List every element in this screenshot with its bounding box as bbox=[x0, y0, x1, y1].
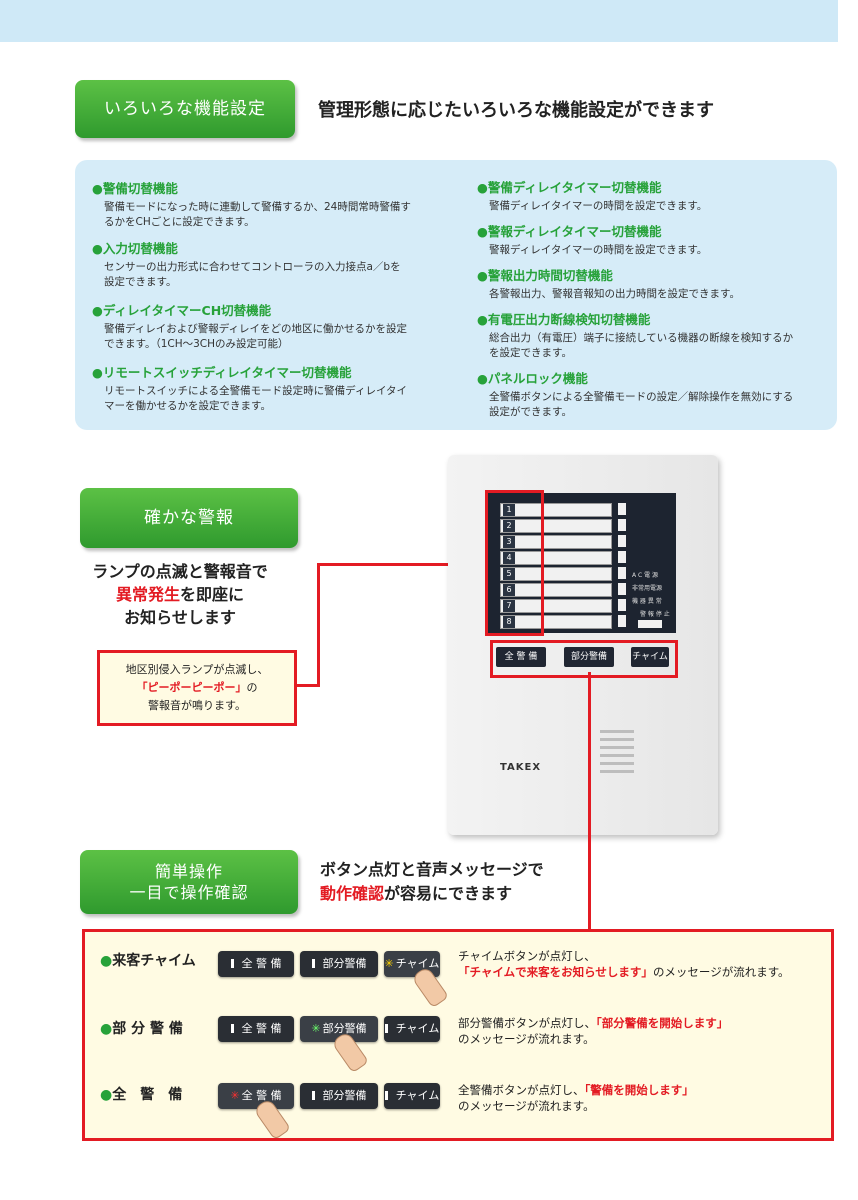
speaker-vent bbox=[600, 730, 634, 733]
zone-lamp-row bbox=[500, 567, 612, 581]
zone-indicator bbox=[618, 519, 626, 531]
lamp-flash-icon: ✳ bbox=[384, 957, 394, 970]
zone-indicator bbox=[618, 503, 626, 515]
op-button-chime[interactable]: チャイム bbox=[384, 1016, 440, 1042]
op-button-all[interactable]: 全 警 備 bbox=[218, 951, 294, 977]
indicator-label: A C 電 源 bbox=[632, 572, 659, 579]
zone-lamp-row bbox=[500, 519, 612, 533]
reset-switch bbox=[638, 620, 662, 628]
lamp-flash-icon: ✳ bbox=[311, 1022, 321, 1035]
section-tag-label: いろいろな機能設定 bbox=[104, 99, 266, 119]
zone-number: 6 bbox=[503, 584, 515, 596]
indicator-label: 警 報 停 止 bbox=[640, 611, 670, 618]
top-banner bbox=[0, 0, 838, 42]
speaker-vent bbox=[600, 746, 634, 749]
connector-line bbox=[588, 672, 591, 930]
alarm-note-box: 地区別侵入ランプが点滅し、 「ピーポーピーポー」の 警報音が鳴ります。 bbox=[97, 650, 297, 726]
op-button-chime[interactable]: チャイム bbox=[384, 1083, 440, 1109]
zone-indicator bbox=[618, 551, 626, 563]
brand-logo: TAKEX bbox=[500, 762, 542, 773]
section-tag-functions: いろいろな機能設定 bbox=[75, 80, 295, 138]
zone-lamp-row bbox=[500, 583, 612, 597]
zone-number: 1 bbox=[503, 504, 515, 516]
feature-item: ●警備切替機能 警備モードになった時に連動して警備するか、24時間常時警備するか… bbox=[92, 181, 411, 228]
op-button-partial[interactable]: 部分警備 bbox=[300, 1083, 378, 1109]
op-description: チャイムボタンが点灯し、 「チャイムで来客をお知らせします」のメッセージが流れま… bbox=[458, 949, 790, 979]
op-button-all[interactable]: 全 警 備 bbox=[218, 1016, 294, 1042]
zone-indicator bbox=[618, 535, 626, 547]
connector-line bbox=[317, 563, 320, 687]
zone-lamp-row bbox=[500, 615, 612, 629]
zone-indicator bbox=[618, 567, 626, 579]
feature-item: ●ディレイタイマーCH切替機能 警備ディレイおよび警報ディレイをどの地区に働かせ… bbox=[92, 303, 408, 350]
section-headline: 管理形態に応じたいろいろな機能設定ができます bbox=[318, 100, 714, 121]
feature-item: ●入力切替機能 センサーの出力形式に合わせてコントローラの入力接点a／bを設定で… bbox=[92, 241, 401, 288]
zone-lamp-row bbox=[500, 535, 612, 549]
op-description: 部分警備ボタンが点灯し、「部分警備を開始します」 のメッセージが流れます。 bbox=[458, 1016, 729, 1046]
zone-number: 2 bbox=[503, 520, 515, 532]
feature-item: ●パネルロック機能 全警備ボタンによる全警備モードの設定／解除操作を無効にする設… bbox=[477, 371, 794, 418]
feature-item: ●警報ディレイタイマー切替機能 警報ディレイタイマーの時間を設定できます。 bbox=[477, 224, 708, 256]
alarm-message: ランプの点滅と警報音で 異常発生を即座に お知らせします bbox=[92, 562, 268, 627]
device-button-chime[interactable]: チャイム bbox=[631, 647, 669, 667]
zone-highlight bbox=[485, 490, 544, 636]
section-tag-operation: 簡単操作 一目で操作確認 bbox=[80, 850, 298, 914]
speaker-vent bbox=[600, 762, 634, 765]
op-button-all-lit[interactable]: ✳全 警 備 bbox=[218, 1083, 294, 1109]
zone-number: 5 bbox=[503, 568, 515, 580]
op-button-partial[interactable]: 部分警備 bbox=[300, 951, 378, 977]
feature-item: ●リモートスイッチディレイタイマー切替機能 リモートスイッチによる全警備モード設… bbox=[92, 365, 408, 412]
zone-lamp-row bbox=[500, 599, 612, 613]
indicator-label: 機 器 異 常 bbox=[632, 598, 662, 605]
operation-examples-box bbox=[82, 929, 834, 1141]
lamp-flash-icon: ✳ bbox=[230, 1089, 240, 1102]
section-tag-alarm: 確かな警報 bbox=[80, 488, 298, 548]
zone-number: 8 bbox=[503, 616, 515, 628]
speaker-vent bbox=[600, 754, 634, 757]
feature-list-panel bbox=[75, 160, 837, 430]
zone-number: 3 bbox=[503, 536, 515, 548]
zone-indicator bbox=[618, 615, 626, 627]
feature-item: ●有電圧出力断線検知切替機能 総合出力（有電圧）端子に接続している機器の断線を検… bbox=[477, 312, 794, 359]
zone-number: 4 bbox=[503, 552, 515, 564]
speaker-vent bbox=[600, 738, 634, 741]
indicator-label: 非常用電源 bbox=[632, 585, 663, 592]
connector-line bbox=[297, 684, 319, 687]
op-description: 全警備ボタンが点灯し、「警備を開始します」 のメッセージが流れます。 bbox=[458, 1083, 694, 1113]
operation-headline: ボタン点灯と音声メッセージで 動作確認が容易にできます bbox=[320, 860, 544, 903]
device-button-partial[interactable]: 部分警備 bbox=[564, 647, 614, 667]
zone-number: 7 bbox=[503, 600, 515, 612]
connector-line bbox=[317, 563, 487, 566]
buttons-highlight bbox=[490, 640, 678, 678]
op-label-all: ●全 警 備 bbox=[100, 1087, 183, 1103]
zone-lamp-row bbox=[500, 503, 612, 517]
op-label-partial: ●部 分 警 備 bbox=[100, 1021, 183, 1037]
speaker-vent bbox=[600, 770, 634, 773]
feature-item: ●警報出力時間切替機能 各警報出力、警報音報知の出力時間を設定できます。 bbox=[477, 268, 740, 300]
op-label-chime: ●来客チャイム bbox=[100, 953, 196, 969]
feature-item: ●警備ディレイタイマー切替機能 警備ディレイタイマーの時間を設定できます。 bbox=[477, 180, 708, 212]
zone-indicator bbox=[618, 583, 626, 595]
zone-lamp-row bbox=[500, 551, 612, 565]
op-button-chime-lit[interactable]: ✳チャイム bbox=[384, 951, 440, 977]
device-button-all[interactable]: 全 警 備 bbox=[496, 647, 546, 667]
zone-indicator bbox=[618, 599, 626, 611]
